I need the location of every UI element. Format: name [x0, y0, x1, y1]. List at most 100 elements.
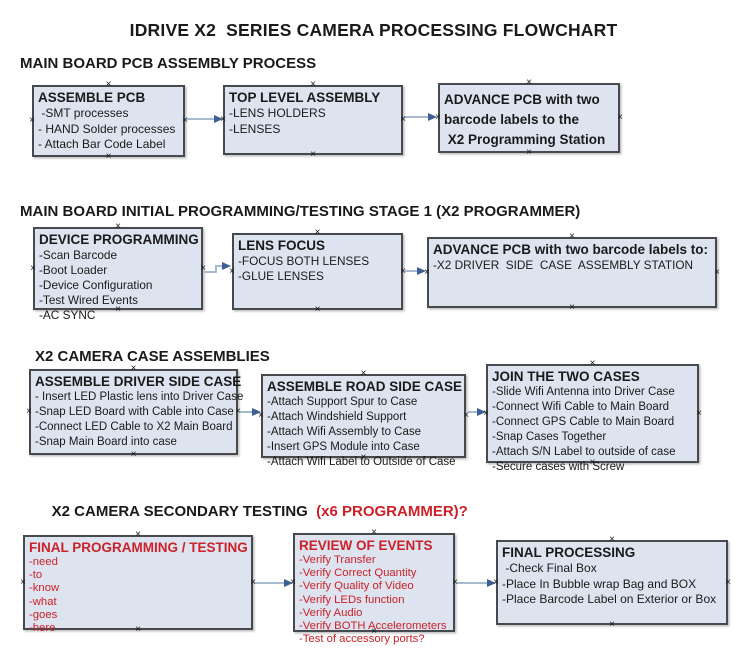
- box-item: -Attach S/N Label to outside of case: [492, 446, 676, 458]
- box-title: ASSEMBLE PCB: [38, 90, 146, 105]
- connection-handle-icon: ×: [463, 410, 469, 421]
- connection-handle-icon: ×: [130, 449, 137, 460]
- box-item: -Attach Support Spur to Case: [267, 396, 418, 408]
- connection-handle-icon: ×: [424, 266, 430, 278]
- connection-handle-icon: ×: [258, 410, 264, 421]
- connection-handle-icon: ×: [400, 265, 406, 277]
- box-item: - Attach Bar Code Label: [38, 137, 166, 151]
- box-item: -Boot Loader: [39, 263, 108, 277]
- box-item: -Attach Windshield Support: [267, 411, 407, 423]
- connection-handle-icon: ×: [435, 112, 441, 123]
- box-item: -here: [29, 622, 56, 635]
- box-item: -SMT processes: [38, 106, 129, 120]
- box-title-line: ADVANCE PCB with two: [444, 92, 600, 107]
- box-item: -Connect LED Cable to X2 Main Board: [35, 421, 233, 433]
- connection-handle-icon: ×: [26, 406, 32, 417]
- box-title: ADVANCE PCB with two barcode labels to:: [433, 242, 709, 257]
- connection-handle-icon: ×: [617, 112, 623, 123]
- box-item: -AC SYNC: [39, 308, 96, 322]
- box-item: -GLUE LENSES: [238, 269, 324, 283]
- connection-handle-icon: ×: [725, 576, 731, 588]
- section-heading-pcb-assembly: MAIN BOARD PCB ASSEMBLY PROCESS: [20, 55, 317, 72]
- connection-handle-icon: ×: [250, 576, 256, 588]
- box-item: -need: [29, 556, 58, 568]
- flow-box-top-level-assembly: × × × × TOP LEVEL ASSEMBLY -LENS HOLDERS…: [220, 80, 406, 160]
- box-item: -Connect Wifi Cable to Main Board: [492, 401, 670, 413]
- box-item: -Place In Bubble wrap Bag and BOX: [502, 576, 697, 591]
- box-item: -LENSES: [229, 121, 281, 136]
- connection-handle-icon: ×: [483, 407, 489, 419]
- connection-handle-icon: ×: [200, 262, 206, 274]
- box-title-line: barcode labels to the: [444, 112, 580, 127]
- box-item: - Insert LED Plastic lens into Driver Ca…: [35, 391, 244, 403]
- flow-box-advance-pcb-programming-station: × × × × ADVANCE PCB with two barcode lab…: [435, 78, 623, 158]
- box-title: FINAL PROCESSING: [502, 545, 636, 560]
- flow-box-advance-pcb-case-assembly: × × × × ADVANCE PCB with two barcode lab…: [424, 232, 720, 313]
- section-heading-secondary-testing: X2 CAMERA SECONDARY TESTING (x6 PROGRAMM…: [35, 486, 468, 537]
- box-item: -Test Wired Events: [39, 293, 138, 307]
- box-item: -Scan Barcode: [39, 248, 118, 262]
- box-title: TOP LEVEL ASSEMBLY: [229, 90, 381, 105]
- connection-handle-icon: ×: [20, 576, 26, 588]
- connector-arrow: [204, 262, 231, 273]
- connection-handle-icon: ×: [182, 115, 188, 126]
- box-title: JOIN THE TWO CASES: [492, 369, 640, 384]
- connection-handle-icon: ×: [229, 265, 235, 277]
- box-item: -what: [29, 595, 57, 608]
- box-title-line: X2 Programming Station: [444, 132, 606, 147]
- box-item: -Snap Main Board into case: [35, 436, 177, 448]
- box-title: LENS FOCUS: [238, 238, 326, 253]
- box-item: -goes: [29, 608, 58, 621]
- box-item: -Verify Quality of Video: [299, 580, 414, 593]
- box-item: -Verify Audio: [299, 606, 363, 619]
- box-item: -to: [29, 569, 43, 582]
- box-item: -know: [29, 582, 60, 595]
- page-title: IDRIVE X2 SERIES CAMERA PROCESSING FLOWC…: [129, 20, 618, 40]
- flow-box-join-the-two-cases: × × × × JOIN THE TWO CASES -Slide Wifi A…: [483, 359, 702, 474]
- box-item: -X2 DRIVER SIDE CASE ASSEMBLY STATION: [433, 258, 694, 272]
- box-item: -Check Final Box: [502, 561, 597, 575]
- box-item: -Connect GPS Cable to Main Board: [492, 416, 675, 428]
- box-item: -Snap LED Board with Cable into Case: [35, 406, 234, 418]
- flow-box-final-programming-testing: × × × × FINAL PROGRAMMING / TESTING -nee…: [20, 530, 256, 635]
- box-item: -FOCUS BOTH LENSES: [238, 254, 370, 268]
- box-title: ASSEMBLE ROAD SIDE CASE: [267, 379, 463, 394]
- box-title: ASSEMBLE DRIVER SIDE CASE: [35, 374, 242, 389]
- connection-handle-icon: ×: [569, 302, 575, 313]
- box-item: -Slide Wifi Antenna into Driver Case: [492, 386, 675, 398]
- box-item: -LENS HOLDERS: [229, 106, 326, 120]
- connection-handle-icon: ×: [30, 262, 36, 274]
- box-item: -Verify Transfer: [299, 554, 376, 566]
- flow-box-assemble-pcb: × × × × ASSEMBLE PCB -SMT processes - HA…: [29, 80, 188, 162]
- flow-box-assemble-driver-side-case: × × × × ASSEMBLE DRIVER SIDE CASE - Inse…: [26, 364, 244, 460]
- box-item: -Secure cases with Screw: [492, 461, 625, 473]
- connection-handle-icon: ×: [314, 304, 321, 315]
- box-item: -Verify LEDs function: [299, 593, 405, 606]
- connection-handle-icon: ×: [714, 266, 720, 278]
- box-item: -Test of accessory ports?: [299, 633, 425, 646]
- connection-handle-icon: ×: [452, 576, 458, 588]
- flow-box-review-of-events: × × × × REVIEW OF EVENTS -Verify Transfe…: [290, 528, 458, 646]
- section-heading-initial-programming: MAIN BOARD INITIAL PROGRAMMING/TESTING S…: [20, 203, 581, 220]
- connection-handle-icon: ×: [310, 149, 316, 160]
- box-item: -Verify BOTH Accelerometers: [299, 620, 447, 633]
- box-title: DEVICE PROGRAMMING: [39, 232, 199, 247]
- connection-handle-icon: ×: [526, 77, 532, 88]
- box-title: FINAL PROGRAMMING / TESTING: [29, 540, 248, 555]
- flow-box-device-programming: × × × × DEVICE PROGRAMMING -Scan Barcode…: [30, 222, 206, 323]
- box-item: -Place Barcode Label on Exterior or Box: [502, 592, 717, 606]
- connection-handle-icon: ×: [220, 114, 226, 125]
- section-heading-case-assemblies: X2 CAMERA CASE ASSEMBLIES: [35, 348, 270, 365]
- connection-handle-icon: ×: [235, 406, 241, 417]
- connection-handle-icon: ×: [609, 619, 615, 630]
- box-item: -Verify Correct Quantity: [299, 567, 417, 580]
- box-title: REVIEW OF EVENTS: [299, 538, 433, 553]
- connection-handle-icon: ×: [105, 151, 112, 162]
- box-item: -Attach Wifi Label to Outside of Case: [267, 456, 456, 468]
- flow-box-final-processing: × × × × FINAL PROCESSING -Check Final Bo…: [493, 535, 731, 630]
- flow-box-assemble-road-side-case: × × × × ASSEMBLE ROAD SIDE CASE -Attach …: [258, 369, 469, 469]
- connection-handle-icon: ×: [400, 114, 406, 125]
- box-item: -Device Configuration: [39, 278, 153, 292]
- flow-box-lens-focus: × × × × LENS FOCUS -FOCUS BOTH LENSES -G…: [229, 228, 406, 315]
